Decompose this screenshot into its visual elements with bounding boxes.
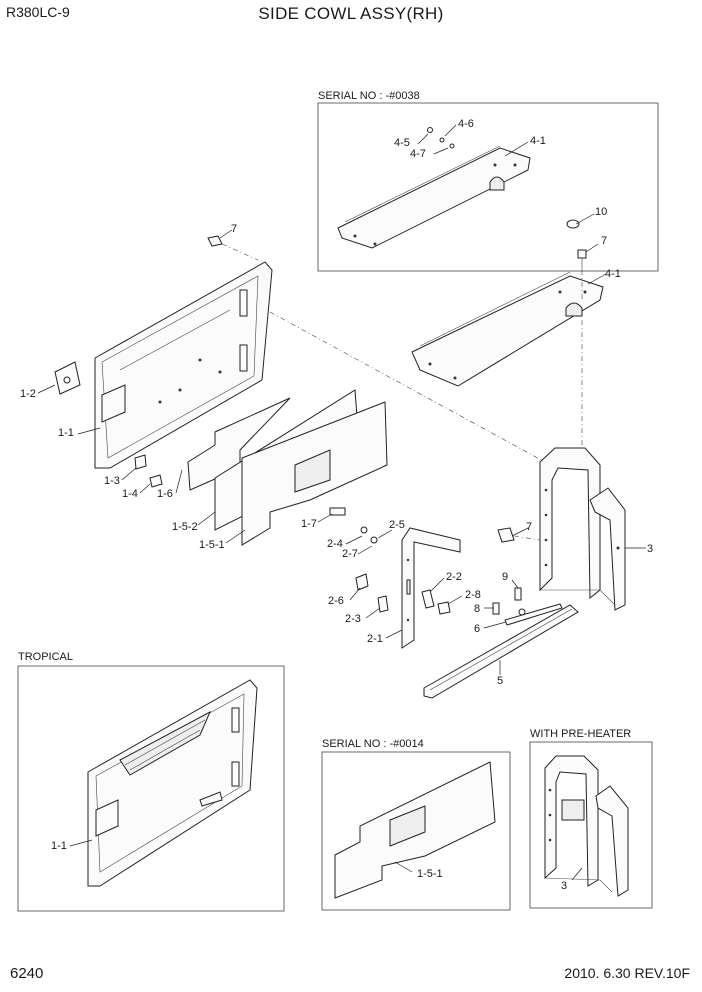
- callout-5: 5: [497, 675, 503, 687]
- serial-0038-box: SERIAL NO : -#0038: [317, 90, 659, 272]
- callout-2-3: 2-3: [345, 613, 361, 625]
- callout-1-6: 1-6: [157, 488, 173, 500]
- callout-7-door: 7: [231, 223, 237, 235]
- callout-2-5: 2-5: [389, 519, 405, 531]
- bracket-2-1: [345, 526, 463, 649]
- callout-2-1: 2-1: [367, 633, 383, 645]
- tropical-box: TROPICAL: [17, 651, 285, 912]
- frame-3: [497, 447, 646, 611]
- model-code: R380LC-9: [6, 4, 70, 20]
- callout-1-1-tropical: 1-1: [51, 840, 67, 852]
- upper-cover-4-1: [411, 213, 607, 450]
- page-title: SIDE COWL ASSY(RH): [258, 4, 444, 23]
- callout-1-1: 1-1: [58, 427, 74, 439]
- side-door-1-1: [37, 229, 546, 494]
- serial-0038-label: SERIAL NO : -#0038: [318, 90, 420, 102]
- callout-2-8: 2-8: [465, 589, 481, 601]
- callout-4-7: 4-7: [410, 148, 426, 160]
- pre-heater-box: WITH PRE-HEATER: [529, 728, 653, 909]
- callout-1-3: 1-3: [104, 475, 120, 487]
- callout-9: 9: [502, 571, 508, 583]
- callout-1-5-2: 1-5-2: [172, 521, 198, 533]
- callout-4-5: 4-5: [394, 137, 410, 149]
- callout-1-4: 1-4: [122, 488, 138, 500]
- pre-heater-label: WITH PRE-HEATER: [530, 728, 631, 740]
- callout-1-5-1: 1-5-1: [199, 539, 225, 551]
- callout-2-7: 2-7: [342, 548, 358, 560]
- callout-7-top: 7: [601, 235, 607, 247]
- callout-4-6: 4-6: [458, 118, 474, 130]
- callout-2-6: 2-6: [328, 595, 344, 607]
- callout-2-4: 2-4: [327, 538, 343, 550]
- callout-8: 8: [474, 603, 480, 615]
- callout-10: 10: [595, 206, 607, 218]
- tropical-label: TROPICAL: [18, 651, 73, 663]
- callout-1-2: 1-2: [20, 388, 36, 400]
- callout-6: 6: [474, 623, 480, 635]
- callout-1-5-1-serial: 1-5-1: [417, 868, 443, 880]
- callout-2-2: 2-2: [446, 571, 462, 583]
- serial-0014-label: SERIAL NO : -#0014: [322, 738, 424, 750]
- date-revision: 2010. 6.30 REV.10F: [564, 965, 690, 981]
- callout-1-7: 1-7: [301, 518, 317, 530]
- insulation-panels: [187, 389, 388, 546]
- callout-7-frame: 7: [526, 521, 532, 533]
- rod-and-cover: [423, 579, 579, 699]
- serial-0014-box: SERIAL NO : -#0014: [321, 738, 511, 911]
- callout-3: 3: [647, 543, 653, 555]
- callout-4-1-serial: 4-1: [530, 135, 546, 147]
- page-number: 6240: [10, 965, 44, 982]
- callout-4-1: 4-1: [605, 268, 621, 280]
- callout-3-pre-heater: 3: [561, 880, 567, 892]
